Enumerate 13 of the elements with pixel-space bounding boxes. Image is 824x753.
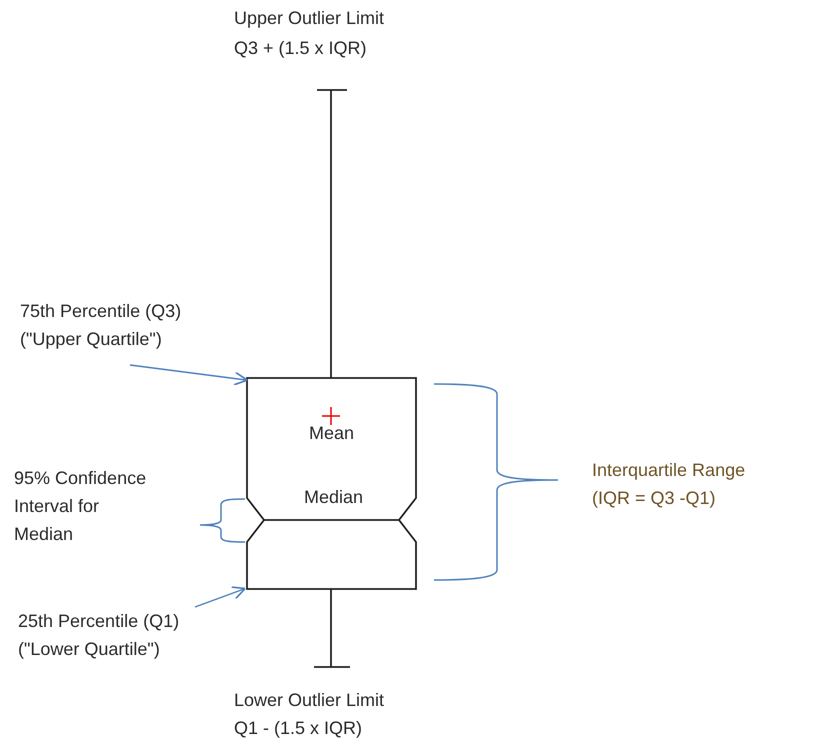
annotation-text: Interquartile Range (IQR = Q3 -Q1) <box>592 459 746 510</box>
leader-arrow <box>194 586 246 608</box>
annotation-text: Upper Outlier Limit <box>234 7 386 30</box>
annotation-text: Q1 - (1.5 x IQR) <box>234 717 364 740</box>
annotation-text: Lower Outlier Limit <box>234 689 386 712</box>
mean-label: Mean <box>308 422 354 444</box>
annotation-text: 95% Confidence Interval for Median <box>14 467 148 546</box>
annotation-text: Q3 + (1.5 x IQR) <box>234 37 368 60</box>
callout-text: 25th Percentile (Q1) ("Lower Quartile") <box>18 610 180 661</box>
notched-box <box>247 378 416 589</box>
median-label: Median <box>304 486 364 508</box>
leader-arrow <box>130 364 248 386</box>
callout-text: 75th Percentile (Q3) ("Upper Quartile") <box>20 300 182 351</box>
